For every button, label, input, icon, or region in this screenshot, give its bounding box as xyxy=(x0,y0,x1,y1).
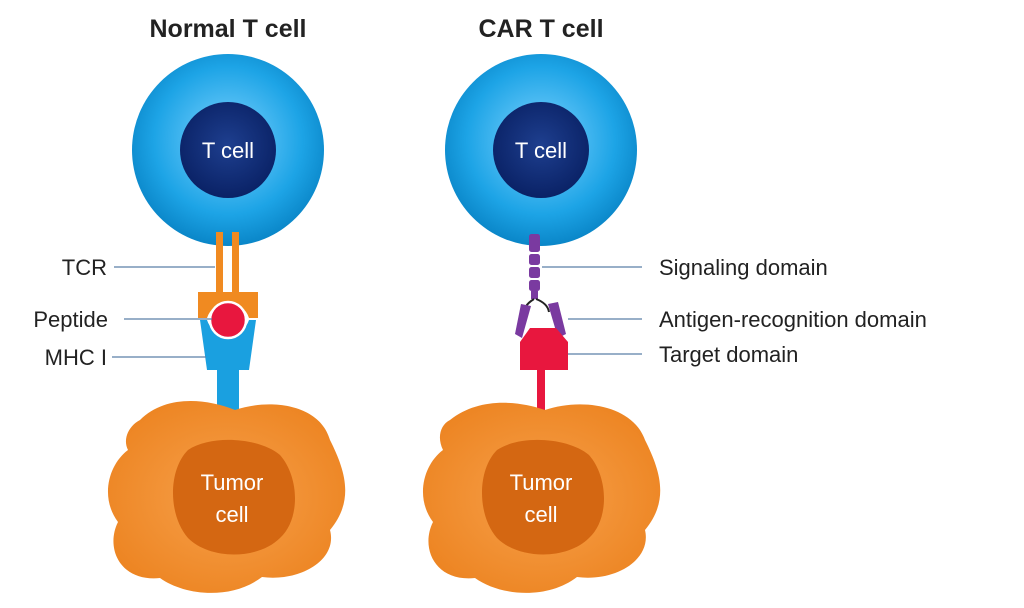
peptide-label: Peptide xyxy=(33,307,108,332)
antigen-label: Antigen-recognition domain xyxy=(659,307,927,332)
car-tumor-label-line1: Tumor xyxy=(510,470,573,495)
car-tumor-cell: Tumor cell xyxy=(422,402,661,593)
target-domain xyxy=(520,328,568,412)
car-t-cell: T cell xyxy=(445,54,637,246)
antigen-recognition-domain xyxy=(515,302,566,338)
normal-tumor-label-line2: cell xyxy=(215,502,248,527)
mhc-label: MHC I xyxy=(45,345,107,370)
normal-tumor-cell: Tumor cell xyxy=(107,400,346,593)
target-label: Target domain xyxy=(659,342,798,367)
car-t-cell-label: T cell xyxy=(515,138,567,163)
car-tumor-label-line2: cell xyxy=(524,502,557,527)
normal-t-cell: T cell xyxy=(132,54,324,246)
normal-t-cell-label: T cell xyxy=(202,138,254,163)
peptide xyxy=(208,300,248,340)
normal-t-cell-title: Normal T cell xyxy=(150,15,307,43)
car-t-cell-title: CAR T cell xyxy=(478,15,603,43)
tcr-receptor xyxy=(198,232,258,318)
tcr-label: TCR xyxy=(62,255,107,280)
signaling-label: Signaling domain xyxy=(659,255,828,280)
signaling-domain xyxy=(529,234,540,299)
normal-tumor-label-line1: Tumor xyxy=(201,470,264,495)
